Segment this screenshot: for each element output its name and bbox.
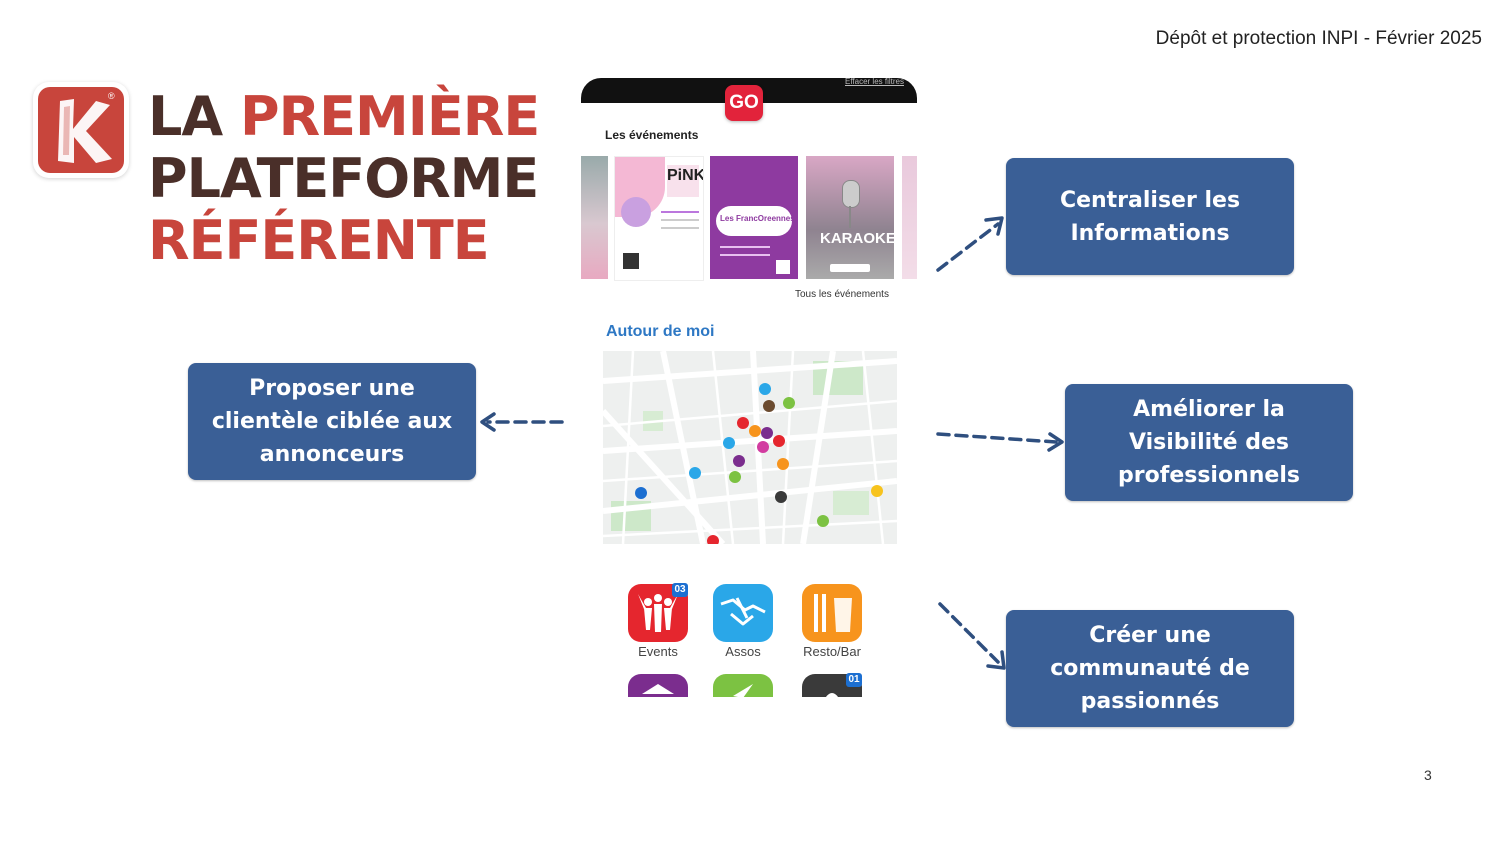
- callout-creer: Créer une communauté de passionnés: [1006, 610, 1294, 727]
- handshake-icon: [720, 597, 766, 626]
- category-row-2: 01: [620, 670, 870, 697]
- event-poster[interactable]: PiNK: [614, 156, 704, 281]
- other-count-badge: 01: [846, 673, 862, 687]
- education-category-icon[interactable]: [628, 674, 688, 697]
- poster-title: PiNK: [667, 167, 704, 184]
- map-view[interactable]: [603, 351, 897, 544]
- events-category-label: Events: [638, 644, 678, 659]
- headline-line-2: PLATEFORME: [148, 147, 539, 210]
- logo-k-icon: [58, 99, 112, 163]
- clear-filters-link[interactable]: Effacer les filtres: [845, 77, 904, 86]
- logo-registered-mark: ®: [108, 91, 115, 101]
- headline-la: LA: [148, 85, 241, 148]
- headline-premiere: PREMIÈRE: [240, 85, 540, 148]
- category-glyph-icon: [825, 693, 839, 697]
- callout-proposer-text: Proposer une clientèle ciblée aux annonc…: [211, 376, 453, 467]
- paper-plane-icon: [733, 684, 753, 697]
- go-button[interactable]: GO: [725, 85, 763, 121]
- assos-category-icon[interactable]: [713, 584, 773, 642]
- event-poster[interactable]: Les FrancOreennes: [710, 156, 798, 279]
- resto-bar-category-icon[interactable]: [802, 584, 862, 642]
- callout-centraliser: Centraliser les Informations: [1006, 158, 1294, 275]
- event-poster[interactable]: [581, 156, 608, 279]
- events-section-title: Les événements: [605, 128, 699, 142]
- headline-line-3: RÉFÉRENTE: [148, 209, 490, 272]
- utensils-glass-icon: [814, 594, 852, 632]
- headline: LA PREMIÈRE PLATEFORME RÉFÉRENTE: [148, 85, 540, 272]
- callout-centraliser-text: Centraliser les Informations: [1059, 187, 1241, 246]
- headline-line-1: LA PREMIÈRE: [148, 85, 540, 148]
- kurely-logo: ®: [33, 82, 129, 178]
- event-poster[interactable]: KARAOKE: [806, 156, 894, 279]
- graduation-cap-icon: [642, 684, 674, 694]
- page-number: 3: [1424, 767, 1432, 783]
- callout-ameliorer: Améliorer la Visibilité des professionne…: [1065, 384, 1353, 501]
- map-canvas: [603, 351, 897, 544]
- all-events-link[interactable]: Tous les événements: [795, 289, 889, 300]
- map-markers: [635, 383, 883, 544]
- header-note: Dépôt et protection INPI - Février 2025: [1155, 28, 1482, 49]
- around-me-title: Autour de moi: [606, 323, 715, 340]
- event-poster[interactable]: [902, 156, 917, 279]
- arrow-to-ameliorer: [936, 432, 1058, 444]
- people-party-icon: [638, 594, 678, 632]
- resto-bar-category-label: Resto/Bar: [803, 644, 861, 659]
- travel-category-icon[interactable]: [713, 674, 773, 697]
- poster-title: KARAOKE: [820, 230, 894, 247]
- assos-category-label: Assos: [725, 644, 761, 659]
- callout-ameliorer-text: Améliorer la Visibilité des professionne…: [1118, 397, 1300, 488]
- arrow-to-centraliser: [936, 222, 1000, 272]
- arrow-to-creer: [938, 602, 1000, 664]
- events-count-badge: 03: [672, 583, 688, 597]
- callout-proposer: Proposer une clientèle ciblée aux annonc…: [188, 363, 476, 480]
- poster-title: Les FrancOreennes: [720, 214, 795, 223]
- callout-creer-text: Créer une communauté de passionnés: [1050, 623, 1250, 714]
- logo-badge: ®: [38, 87, 124, 173]
